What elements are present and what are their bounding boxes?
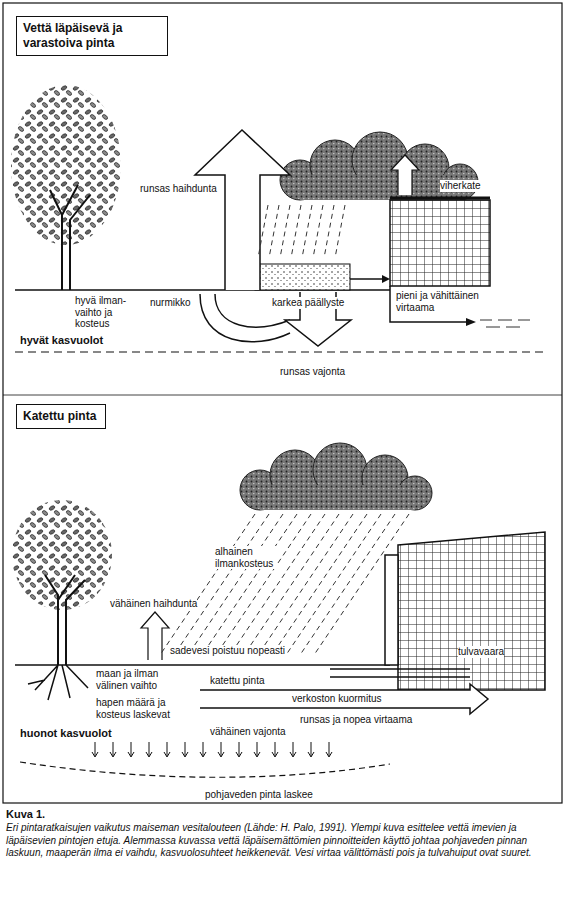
annotation: maan ja ilman välinen vaihto xyxy=(96,668,176,691)
groundwater-line xyxy=(15,351,545,352)
annotation: sadevesi poistuu nopeasti xyxy=(170,645,285,657)
annotation: hyvät kasvuolot xyxy=(20,334,103,347)
annotation: karkea päällyste xyxy=(272,297,344,309)
title-box: Vettä läpäisevä ja varastoiva pinta xyxy=(16,16,168,56)
panel-title: Vettä läpäisevä ja varastoiva pinta xyxy=(23,21,161,51)
top-tree xyxy=(11,85,121,290)
annotation: vähäinen vajonta xyxy=(210,726,286,738)
annotation: katettu pinta xyxy=(210,675,264,687)
runoff-arrow xyxy=(200,684,488,714)
annotation: vähäinen haihdunta xyxy=(110,598,197,610)
green-roof xyxy=(390,197,490,200)
annotation: pohjaveden pinta laskee xyxy=(205,789,313,801)
bottom-cloud xyxy=(240,443,432,510)
panel-title: Katettu pinta xyxy=(23,409,99,424)
rain xyxy=(160,205,409,655)
annotation: hapen määrä ja kosteus laskevat xyxy=(96,697,188,720)
rough-pavement xyxy=(255,264,350,290)
annotation: Kuva 1. xyxy=(6,808,45,821)
frame xyxy=(3,3,562,803)
small-evaporation-arrow xyxy=(141,612,169,660)
caption: Eri pintaratkaisujen vaikutus maiseman v… xyxy=(6,822,558,860)
green-roof-building xyxy=(390,200,490,286)
annotation: pieni ja vähittäinen virtaama xyxy=(396,290,488,313)
annotation: nurmikko xyxy=(150,297,191,309)
annotation: runsas haihdunta xyxy=(140,183,217,195)
divider xyxy=(3,395,562,396)
annotation: tulvavaara xyxy=(458,646,504,658)
annotation: runsas vajonta xyxy=(280,366,345,378)
seepage-arrows xyxy=(92,742,332,757)
pipe xyxy=(330,669,470,677)
title-box: Katettu pinta xyxy=(16,404,106,429)
water xyxy=(480,320,530,327)
groundwater-curve xyxy=(20,762,390,777)
annotation: hyvä ilman- vaihto ja kosteus xyxy=(75,295,130,330)
facade xyxy=(385,555,398,665)
annotation: alhainen ilmankosteus xyxy=(215,546,277,569)
building xyxy=(398,532,545,690)
annotation: viherkate xyxy=(440,180,481,192)
covered-ground xyxy=(15,664,390,666)
annotation: runsas ja nopea virtaama xyxy=(300,714,412,726)
annotation: huonot kasvuolot xyxy=(20,727,112,740)
annotation: verkoston kuormitus xyxy=(292,693,381,705)
evaporation-arrow xyxy=(195,130,290,290)
roof-evaporation-arrow xyxy=(391,155,419,195)
